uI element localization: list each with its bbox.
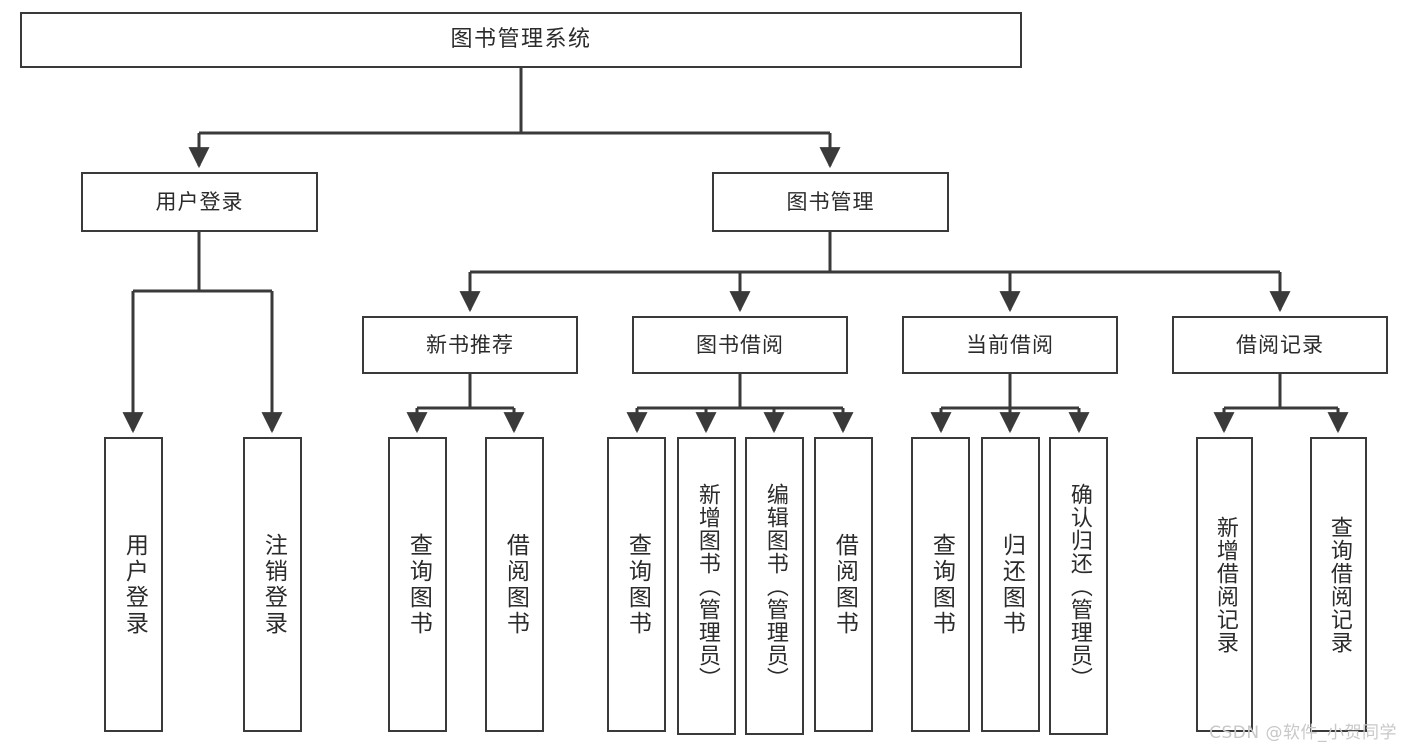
leaf-query-borrow-record[interactable]: 查询借阅记录 [1310,437,1367,732]
node-book-borrow[interactable]: 图书借阅 [632,316,848,374]
node-label: 当前借阅 [966,332,1054,357]
node-label: 新书推荐 [426,332,514,357]
node-label: 用户登录 [155,189,244,214]
leaf-confirm-return-admin[interactable]: 确认归还（管理员） [1049,437,1108,735]
leaf-logout-login[interactable]: 注销登录 [243,437,302,732]
node-label: 查询图书 [405,532,432,637]
leaf-return-book[interactable]: 归还图书 [981,437,1040,732]
leaf-query-book-current[interactable]: 查询图书 [911,437,970,732]
leaf-add-book-admin[interactable]: 新增图书（管理员） [677,437,736,735]
node-label: 借阅记录 [1236,332,1324,357]
leaf-user-login[interactable]: 用户登录 [104,437,163,732]
node-label: 注销登录 [260,532,287,637]
node-current-borrow[interactable]: 当前借阅 [902,316,1118,374]
node-label: 借阅图书 [502,532,529,637]
node-label: 查询图书 [928,532,955,637]
node-label: 借阅图书 [831,532,858,637]
node-borrow-record[interactable]: 借阅记录 [1172,316,1388,374]
node-user-login[interactable]: 用户登录 [81,172,318,232]
node-label: 编辑图书（管理员） [762,482,788,690]
node-label: 归还图书 [998,532,1025,637]
leaf-edit-book-admin[interactable]: 编辑图书（管理员） [745,437,804,735]
node-label: 确认归还（管理员） [1066,482,1092,690]
leaf-query-book-borrow[interactable]: 查询图书 [607,437,666,732]
leaf-borrow-book-recommend[interactable]: 借阅图书 [485,437,544,732]
node-label: 查询借阅记录 [1326,515,1352,654]
leaf-query-book-recommend[interactable]: 查询图书 [388,437,447,732]
leaf-borrow-book-borrow[interactable]: 借阅图书 [814,437,873,732]
node-label: 图书管理系统 [450,27,592,53]
csdn-watermark: CSDN @软件_小贺同学 [1209,723,1397,743]
node-label: 新增图书（管理员） [694,482,720,690]
leaf-add-borrow-record[interactable]: 新增借阅记录 [1196,437,1253,732]
node-label: 新增借阅记录 [1212,515,1238,654]
node-label: 图书借阅 [696,332,784,357]
node-root-book-management-system[interactable]: 图书管理系统 [20,12,1022,68]
node-new-book-recommend[interactable]: 新书推荐 [362,316,578,374]
node-label: 查询图书 [624,532,651,637]
node-label: 图书管理 [786,189,875,214]
node-label: 用户登录 [121,532,148,637]
node-book-management[interactable]: 图书管理 [712,172,949,232]
